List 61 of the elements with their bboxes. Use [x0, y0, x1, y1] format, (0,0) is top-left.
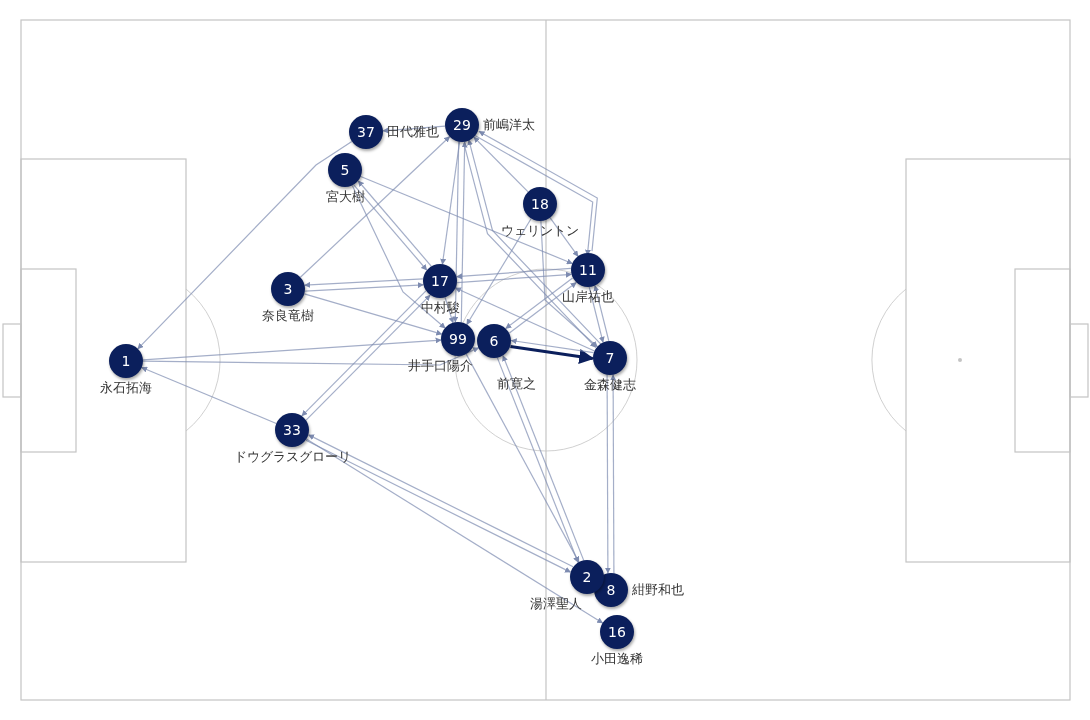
pass-arrow: [141, 366, 277, 425]
player-number-marker: 99: [441, 322, 475, 356]
pass-arrow: [510, 338, 595, 354]
pass-arrow: [466, 217, 532, 326]
pass-arrow: [604, 374, 611, 574]
pass-arrow: [588, 286, 605, 343]
player-name: 井手口陽介: [407, 358, 473, 374]
player-name: 中村駿: [420, 300, 460, 316]
player-number-marker: 6: [477, 324, 511, 358]
player-name: 永石拓海: [100, 380, 152, 396]
pass-arrow: [460, 141, 468, 323]
pass-arrow: [510, 344, 595, 364]
player-number-marker: 37: [349, 115, 383, 149]
pass-arrow: [610, 374, 617, 574]
player-number-marker: 18: [523, 187, 557, 221]
player-name: 宮大樹: [325, 189, 365, 205]
player-name: ウェリントン: [501, 223, 579, 239]
player-number-marker: 1: [109, 344, 143, 378]
player-number-marker: 11: [571, 253, 605, 287]
pass-arrow: [465, 353, 580, 563]
pass-arrow: [444, 296, 455, 324]
pass-arrow: [303, 293, 443, 336]
player-name: ドウグラスグローリ: [233, 449, 351, 465]
pass-arrow: [142, 337, 442, 361]
player-number-marker: 17: [423, 264, 457, 298]
pass-arrow: [456, 271, 572, 284]
pass-arrow: [454, 287, 596, 352]
player-name: 前寛之: [496, 376, 536, 392]
pass-arrow: [452, 141, 460, 323]
pass-arrow: [593, 285, 610, 342]
pass-arrow: [304, 278, 424, 288]
pass-arrow: [496, 357, 579, 563]
pass-arrow: [473, 136, 529, 193]
pass-arrow: [304, 282, 424, 292]
pass-arrow: [456, 267, 572, 280]
player-name: 前嶋洋太: [483, 117, 535, 133]
pass-arrow: [440, 141, 461, 265]
player-name: 小田逸稀: [591, 651, 643, 667]
player-name: 湯澤聖人: [530, 596, 582, 612]
player-number-marker: 3: [271, 272, 305, 306]
player-number-marker: 7: [593, 341, 627, 375]
pass-arrow: [305, 438, 604, 624]
player-name: 奈良竜樹: [262, 308, 314, 324]
player-number-marker: 29: [445, 108, 479, 142]
player-name: 山岸祐也: [562, 289, 614, 305]
pass-arrow: [540, 220, 598, 348]
pass-arrow: [351, 184, 446, 329]
pass-arrow: [382, 125, 446, 134]
player-name: 紺野和也: [632, 582, 684, 598]
player-name: 金森健志: [584, 377, 636, 393]
pass-arrow: [299, 136, 451, 278]
player-number-marker: 2: [570, 560, 604, 594]
pass-arrow: [549, 217, 579, 257]
pass-arrow: [360, 175, 573, 265]
player-number-marker: 16: [600, 615, 634, 649]
pass-arrow: [502, 355, 585, 561]
pass-arrow: [137, 140, 353, 350]
player-number-marker: 5: [328, 153, 362, 187]
pass-arrow: [142, 347, 480, 366]
player-number-marker: 33: [275, 413, 309, 447]
player-name: 田代雅也: [387, 124, 439, 140]
